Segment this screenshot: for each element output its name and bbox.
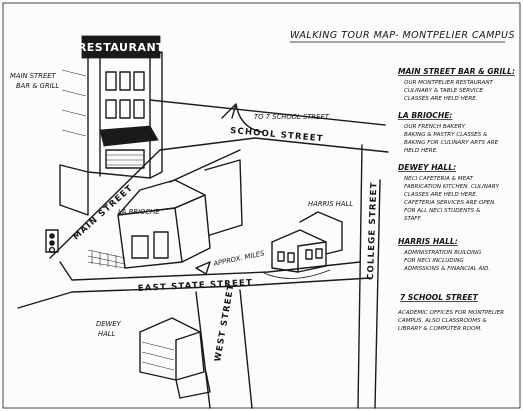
legend-heading-dewey-hall: DEWEY HALL:	[398, 163, 456, 172]
east-state-street-road-top	[59, 261, 361, 281]
dewey-hall-front	[139, 331, 177, 381]
college-street-road-right	[374, 179, 381, 409]
la-brioche-roof	[117, 179, 206, 216]
legend-text-line: FABRICATION KITCHEN. CULINARY	[404, 184, 500, 190]
street-label-school-street: SCHOOL STREET	[230, 126, 324, 144]
legend-text-line: LIBRARY & COMPUTER ROOM.	[398, 326, 482, 332]
la-brioche-front	[117, 207, 183, 269]
legend-text-line: ADMISSIONS & FINANCIAL AID.	[403, 266, 490, 272]
restaurant-sign-text: RESTAURANT	[78, 41, 164, 54]
legend-text-line: OUR FRENCH BAKERY	[404, 124, 466, 130]
legend-text-line: OUR MONTPELIER RESTAURANT	[404, 80, 494, 86]
legend-text-line: ADMINISTRATION BUILDING	[403, 250, 482, 256]
label-harris-hall: HARRIS HALL	[308, 200, 353, 208]
west-street-road-left	[195, 291, 211, 409]
label-dewey: DEWEY	[96, 320, 122, 328]
west-street-road-right	[239, 289, 253, 409]
legend-heading-la-brioche: LA BRIOCHE:	[398, 111, 452, 120]
school-street-road-bottom	[159, 137, 389, 153]
la-brioche-building	[87, 159, 243, 269]
main-street-bar-and-grill-building: RESTAURANT	[59, 35, 164, 216]
dewey-hall-side	[175, 331, 205, 381]
street-label-college-street: COLLEGE STREET	[366, 181, 379, 280]
label-main-street: MAIN STREET	[10, 72, 57, 80]
legend-text-line: HELD HERE.	[404, 148, 438, 154]
traffic-light	[45, 229, 59, 254]
label-hall: HALL	[98, 330, 116, 338]
legend-text-line: BAKING FOR CULINARY ARTS ARE	[404, 140, 499, 146]
label-la-brioche: LA BRIOCHE	[118, 208, 160, 216]
legend-text-line: FOR ALL NECI STUDENTS &	[404, 208, 481, 214]
legend-text-line: CAFETERIA SERVICES ARE OPEN	[404, 200, 495, 206]
la-brioche-door	[153, 231, 169, 259]
harris-hall-tower	[299, 211, 343, 255]
legend-text-line: ACADEMIC OFFICES FOR MONTPELIER	[397, 310, 504, 316]
label-bar-and-grill: BAR & GRILL	[16, 82, 59, 90]
restaurant-shading	[61, 69, 87, 137]
legend-text-line: STAFF.	[404, 216, 422, 222]
la-brioche-window	[131, 235, 149, 259]
restaurant-awning	[99, 125, 159, 147]
legend-text-line: CAMPUS. ALSO CLASSROOMS &	[398, 318, 487, 324]
restaurant-annex	[59, 164, 89, 216]
label-to-7-school-street: TO 7 SCHOOL STREET	[254, 113, 330, 121]
legend-text-line: CLASSES ARE HELD HERE.	[404, 192, 478, 198]
legend-text-line: FOR NECI INCLUDING	[404, 258, 464, 264]
school-street-road-top	[149, 99, 386, 126]
dewey-hall-porch	[175, 371, 211, 399]
dewey-hall-roof	[139, 317, 201, 333]
legend-text-line: BAKING & PASTRY CLASSES &	[404, 132, 488, 138]
harris-hall-front	[271, 241, 299, 273]
dewey-hall-shading	[141, 341, 175, 371]
map-title: WALKING TOUR MAP- MONTPELIER CAMPUS	[290, 30, 515, 41]
legend-text-line: NECI CAFETERIA & MEAT	[404, 176, 474, 182]
east-state-street-road-bottom	[17, 277, 371, 309]
harris-hall-roof-left	[271, 229, 327, 243]
legend-text-line: CULINARY & TABLE SERVICE	[404, 88, 483, 94]
legend-heading-harris-hall: HARRIS HALL:	[398, 237, 458, 246]
road-network	[17, 99, 389, 409]
legend-heading-main-street-bar-and-grill: MAIN STREET BAR & GRILL:	[398, 67, 515, 76]
to-7-school-street-arrow-icon	[221, 103, 263, 133]
legend-text-line: CLASSES ARE HELD HERE.	[404, 96, 478, 102]
legend-heading-7-school-street: 7 SCHOOL STREET	[400, 293, 479, 302]
map-legend: MAIN STREET BAR & GRILL: OUR MONTPELIER …	[397, 67, 515, 332]
dewey-hall-building	[139, 317, 211, 399]
main-street-road-right	[169, 149, 241, 183]
college-street-road-left	[357, 144, 363, 409]
street-label-west-street: WEST STREET	[213, 283, 237, 363]
approx-miles-arrow-icon	[195, 261, 211, 275]
restaurant-facade	[87, 57, 151, 179]
harris-hall-path	[261, 269, 331, 279]
restaurant-sign-board	[81, 35, 161, 59]
restaurant-windows	[105, 71, 145, 169]
la-brioche-fence	[87, 249, 126, 269]
la-brioche-rear-building	[204, 159, 243, 236]
label-approx-miles: APPROX. MILES	[212, 249, 266, 268]
harris-hall-building	[261, 211, 343, 279]
restaurant-side-wall	[149, 51, 163, 179]
